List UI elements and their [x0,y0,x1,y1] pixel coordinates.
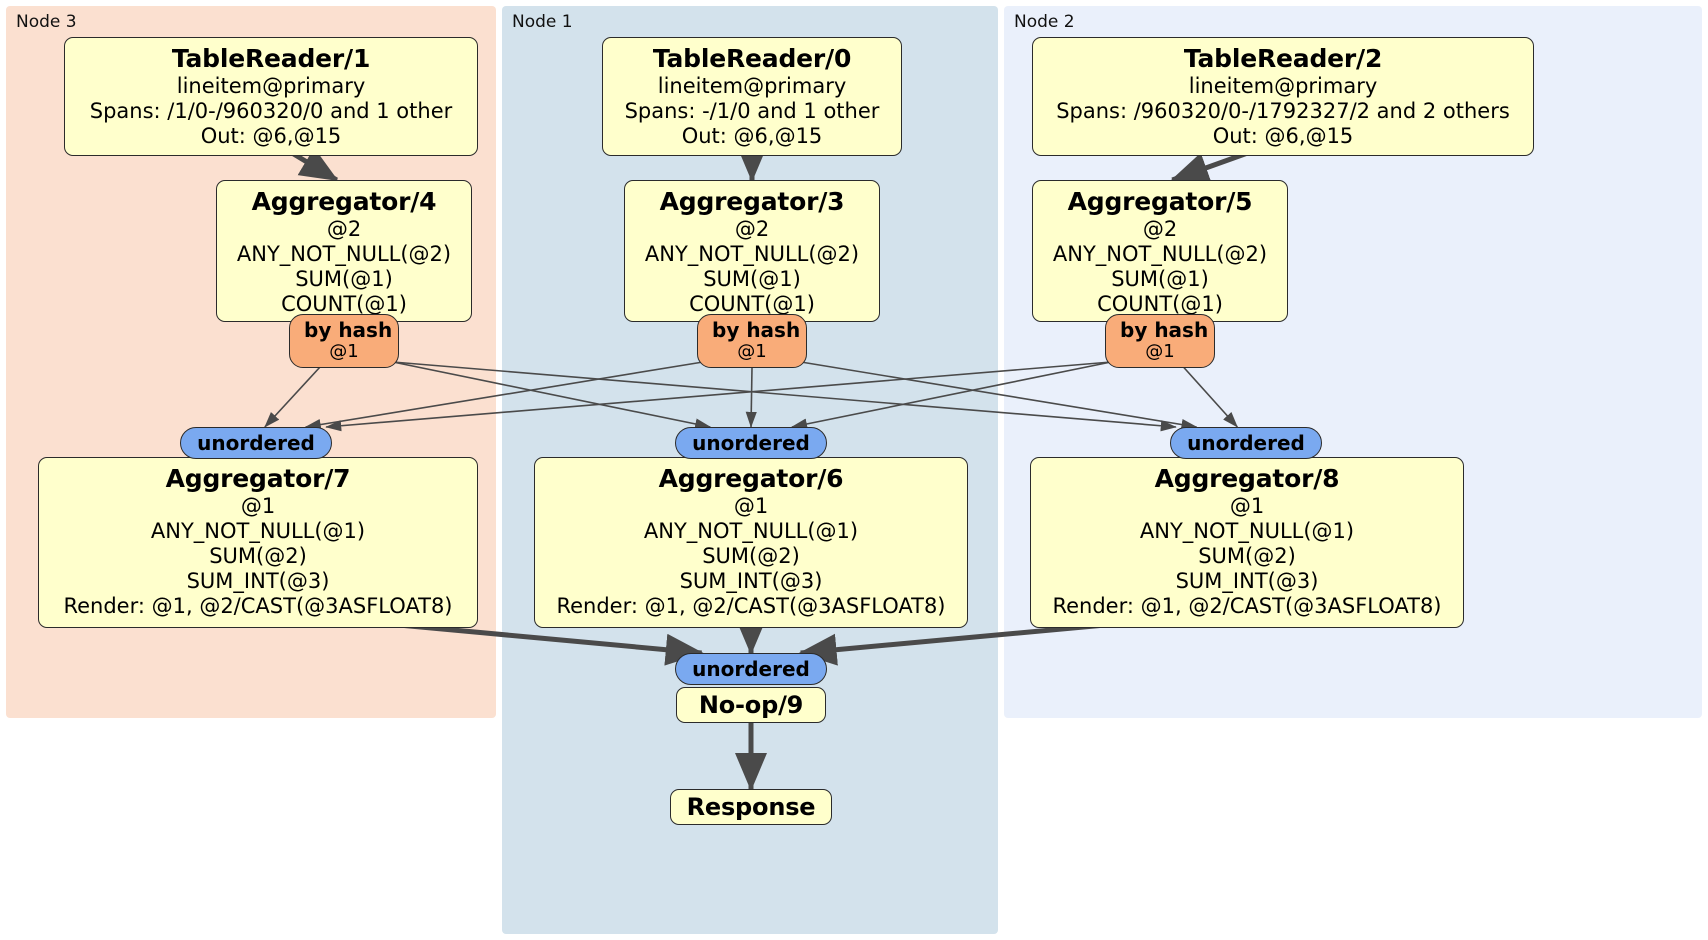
unordered-badge-unordered-right[interactable]: unordered [1170,427,1322,459]
processor-detail-line: SUM_INT(@3) [1175,568,1319,593]
processor-detail-line: Spans: -/1/0 and 1 other [624,98,880,123]
processor-detail-line: COUNT(@1) [1097,291,1223,316]
processor-title: Aggregator/4 [251,187,437,216]
processor-detail-line: COUNT(@1) [689,291,815,316]
processor-title: Response [686,792,816,821]
node-panel-label-node2: Node 2 [1014,12,1075,32]
processor-detail-line: SUM(@1) [703,266,801,291]
unordered-badge-unordered-left[interactable]: unordered [180,427,332,459]
processor-detail-line: SUM_INT(@3) [679,568,823,593]
processor-title: Aggregator/8 [1154,464,1340,493]
processor-detail-line: ANY_NOT_NULL(@2) [644,241,860,266]
by-hash-badge-hash-left[interactable]: by hash@1 [289,314,399,368]
processor-detail-line: COUNT(@1) [281,291,407,316]
processor-detail-line: @2 [734,216,770,241]
unordered-badge-unordered-mid[interactable]: unordered [675,427,827,459]
processor-title: TableReader/2 [1183,44,1383,73]
processor-detail-line: @1 [240,493,276,518]
by-hash-badge-hash-right[interactable]: by hash@1 [1105,314,1215,368]
badge-sublabel: @1 [1145,340,1175,362]
processor-detail-line: Out: @6,@15 [200,123,342,148]
processor-detail-line: SUM(@2) [209,543,307,568]
badge-label: unordered [692,656,810,681]
badge-label: by hash [1120,318,1209,342]
processor-response[interactable]: Response [670,789,832,825]
badge-label: by hash [304,318,393,342]
processor-detail-line: Out: @6,@15 [1212,123,1354,148]
processor-detail-line: lineitem@primary [176,73,366,98]
badge-sublabel: @1 [737,340,767,362]
processor-detail-line: SUM(@2) [1198,543,1296,568]
processor-title: TableReader/1 [171,44,371,73]
processor-detail-line: Render: @1, @2/CAST(@3ASFLOAT8) [63,593,453,618]
processor-detail-line: ANY_NOT_NULL(@1) [150,518,366,543]
processor-detail-line: SUM(@1) [1111,266,1209,291]
processor-detail-line: @1 [733,493,769,518]
processor-detail-line: ANY_NOT_NULL(@1) [1139,518,1355,543]
node-panel-label-node3: Node 3 [16,12,77,32]
processor-title: TableReader/0 [652,44,852,73]
processor-detail-line: ANY_NOT_NULL(@2) [1052,241,1268,266]
processor-noop9[interactable]: No-op/9 [676,687,826,723]
badge-label: unordered [197,430,315,455]
processor-detail-line: SUM(@1) [295,266,393,291]
processor-title: Aggregator/6 [658,464,844,493]
processor-title: No-op/9 [698,690,804,719]
processor-detail-line: SUM_INT(@3) [186,568,330,593]
processor-detail-line: Out: @6,@15 [681,123,823,148]
unordered-badge-unordered-final[interactable]: unordered [675,653,827,685]
processor-title: Aggregator/3 [659,187,845,216]
processor-detail-line: lineitem@primary [1188,73,1378,98]
badge-label: by hash [712,318,801,342]
processor-detail-line: Render: @1, @2/CAST(@3ASFLOAT8) [556,593,946,618]
processor-detail-line: SUM(@2) [702,543,800,568]
processor-detail-line: ANY_NOT_NULL(@1) [643,518,859,543]
processor-detail-line: @1 [1229,493,1265,518]
badge-sublabel: @1 [329,340,359,362]
processor-detail-line: Spans: /960320/0-/1792327/2 and 2 others [1056,98,1510,123]
processor-detail-line: Spans: /1/0-/960320/0 and 1 other [89,98,453,123]
by-hash-badge-hash-mid[interactable]: by hash@1 [697,314,807,368]
processor-detail-line: ANY_NOT_NULL(@2) [236,241,452,266]
processor-detail-line: @2 [1142,216,1178,241]
processor-title: Aggregator/5 [1067,187,1253,216]
badge-label: unordered [1187,430,1305,455]
badge-label: unordered [692,430,810,455]
node-panel-label-node1: Node 1 [512,12,573,32]
processor-detail-line: Render: @1, @2/CAST(@3ASFLOAT8) [1052,593,1442,618]
processor-detail-line: @2 [326,216,362,241]
processor-detail-line: lineitem@primary [657,73,847,98]
processor-title: Aggregator/7 [165,464,351,493]
